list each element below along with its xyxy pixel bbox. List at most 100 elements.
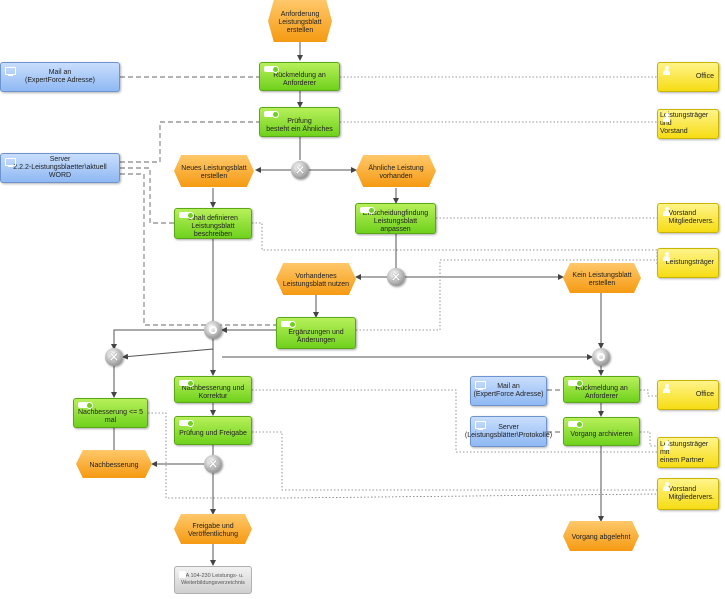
event-label: Nachbesserung — [89, 462, 139, 469]
monitor-icon — [475, 421, 486, 430]
person-icon — [663, 482, 670, 492]
xor-gateway-nachbesserung: × — [105, 348, 123, 366]
event-vorhandenes-leistungsblatt: Vorhandenes Leistungsblatt nutzen — [276, 263, 356, 295]
event-label: Kein Leistungsblatt erstellen — [572, 272, 632, 287]
function-label: Nachbesserung und Korrektur — [181, 385, 245, 400]
xor-gateway-freigabe: × — [204, 455, 222, 473]
flow-edge — [111, 329, 204, 350]
monitor-icon — [5, 67, 16, 76]
function-nachbesserung-limit: Nachbesserung <= 5 mal — [73, 398, 148, 428]
function-rueckmeldung-an-anforderer: Rückmeldung an Anforderer — [259, 62, 340, 91]
function-icon — [179, 380, 194, 387]
org-label: Vorstand Mitgliedervers. — [668, 210, 714, 225]
function-icon — [281, 321, 296, 328]
or-gateway-ablehnung — [592, 348, 610, 366]
function-icon — [568, 380, 583, 387]
event-nachbesserung: Nachbesserung — [76, 450, 152, 478]
org-label: Leistungsträger mit einem Partner — [660, 440, 709, 464]
person-icon — [663, 207, 670, 217]
function-label: Nachbesserung <= 5 mal — [78, 408, 143, 424]
org-leistungstraeger-partner: Leistungsträger mit einem Partner — [657, 437, 719, 468]
function-pruefung-freigabe: Prüfung und Freigabe — [174, 416, 252, 445]
xor-symbol: × — [390, 269, 402, 285]
system-label: Mail an (ExpertForce Adresse) — [24, 69, 96, 84]
function-label: Prüfung und Freigabe — [179, 430, 247, 437]
xor-symbol: × — [108, 349, 120, 365]
function-label: Rückmeldung an Anforderer — [575, 385, 628, 400]
org-link — [356, 259, 657, 331]
person-icon — [663, 441, 670, 451]
org-label: Vorstand Mitgliedervers. — [668, 486, 714, 501]
monitor-icon — [475, 381, 486, 390]
xor-gateway-pruefung: × — [291, 161, 309, 179]
or-symbol — [209, 326, 217, 334]
system-label: Server 2.2.2-Leistungsblaetter\aktuell W… — [13, 156, 107, 179]
function-icon — [264, 66, 279, 73]
function-pruefung: Prüfung besteht ein Ähnliches — [259, 107, 340, 137]
org-office-2: Office — [657, 380, 719, 410]
function-label: Inhalt definieren Leistungsblatt beschre… — [188, 215, 238, 238]
org-link — [148, 412, 658, 499]
function-ergaenzungen: Ergänzungen und Änderungen — [276, 317, 356, 349]
org-label: Office — [695, 73, 714, 80]
system-label: Server (Leistungsblätter\Protokolle) — [464, 423, 553, 439]
org-link — [640, 431, 657, 447]
system-link — [120, 173, 276, 326]
system-server-word: Server 2.2.2-Leistungsblaetter\aktuell W… — [0, 153, 120, 183]
event-neues-leistungsblatt: Neues Leistungsblatt erstellen — [174, 155, 254, 187]
function-rueckmeldung-an-anforderer-2: Rückmeldung an Anforderer — [563, 376, 640, 403]
org-leistungstraeger: Leistungsträger — [657, 248, 719, 278]
person-icon — [663, 113, 670, 123]
system-link — [120, 121, 259, 163]
function-icon — [264, 111, 279, 118]
org-office: Office — [657, 62, 719, 92]
org-link — [252, 222, 658, 264]
org-link — [252, 389, 657, 453]
event-kein-leistungsblatt: Kein Leistungsblatt erstellen — [563, 263, 641, 293]
function-icon — [179, 420, 194, 427]
function-label: Ergänzungen und Änderungen — [288, 328, 344, 344]
org-label: Office — [695, 391, 714, 398]
document-pa-104-230: PA 104-230 Leistungs- u. Weiterbildungsv… — [174, 566, 252, 594]
function-icon — [179, 212, 194, 219]
function-label: Entscheidungfindung Leistungsblatt anpas… — [362, 210, 429, 233]
function-icon — [568, 421, 583, 428]
function-nachbesserung-korrektur: Nachbesserung und Korrektur — [174, 376, 252, 403]
document-label: PA 104-230 Leistungs- u. Weiterbildungsv… — [181, 573, 245, 586]
event-freigabe: Freigabe und Veröffentlichung — [174, 514, 252, 544]
function-label: Prüfung besteht ein Ähnliches — [266, 117, 333, 133]
org-vorstand-mitgliedervers-2: Vorstand Mitgliedervers. — [657, 478, 719, 510]
xor-gateway-entscheidung: × — [387, 268, 405, 286]
event-vorgang-abgelehnt: Vorgang abgelehnt — [563, 521, 639, 551]
system-mail-expertforce: Mail an (ExpertForce Adresse) — [0, 62, 120, 92]
event-label: Neues Leistungsblatt erstellen — [181, 165, 247, 180]
org-link — [640, 389, 657, 397]
org-link — [252, 431, 657, 491]
or-symbol — [597, 353, 605, 361]
function-label: Vorgang archivieren — [570, 431, 633, 438]
function-vorgang-archivieren: Vorgang archivieren — [563, 417, 640, 446]
xor-symbol: × — [294, 162, 306, 178]
function-icon — [360, 207, 375, 214]
event-label: Vorgang abgelehnt — [571, 534, 631, 541]
system-server-protokolle: Server (Leistungsblätter\Protokolle) — [465, 416, 552, 447]
function-inhalt-definieren: Inhalt definieren Leistungsblatt beschre… — [174, 208, 252, 239]
document-icon — [179, 571, 186, 578]
function-entscheidungfindung: Entscheidungfindung Leistungsblatt anpas… — [355, 203, 436, 234]
system-link — [120, 167, 174, 224]
event-label: Anforderung Leistungsblatt erstellen — [278, 11, 322, 34]
function-icon — [78, 402, 93, 409]
person-icon — [663, 252, 670, 262]
event-label: Freigabe und Veröffentlichung — [187, 523, 239, 538]
person-icon — [663, 66, 670, 76]
system-label: Mail an (ExpertForce Adresse) — [473, 383, 544, 398]
org-leistungstraeger-vorstand: Leistungsträger und Vorstand — [657, 109, 719, 139]
event-anforderung: Anforderung Leistungsblatt erstellen — [268, 0, 332, 42]
function-label: Rückmeldung an Anforderer — [273, 72, 326, 87]
xor-symbol: × — [207, 456, 219, 472]
event-label: Vorhandenes Leistungsblatt nutzen — [282, 273, 350, 288]
monitor-icon — [5, 158, 16, 167]
org-label: Leistungsträger — [665, 259, 714, 266]
